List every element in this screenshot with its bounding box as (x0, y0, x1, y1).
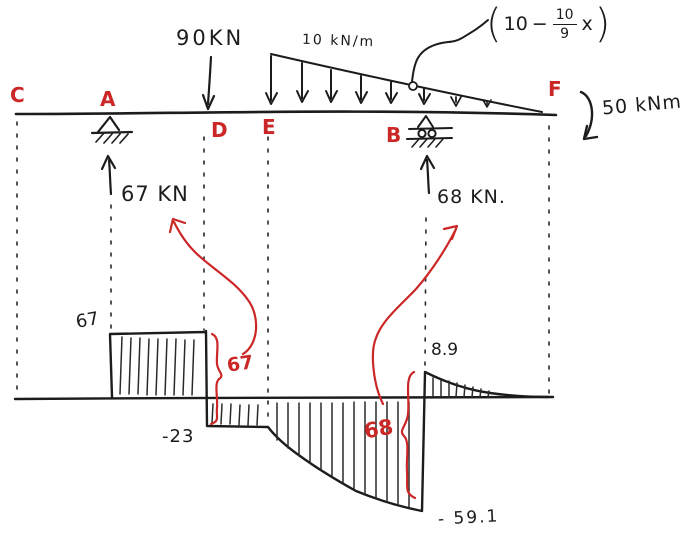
dashed-guide-lines (16, 121, 550, 425)
equation-denominator: 9 (560, 25, 570, 42)
label-E: E (262, 115, 276, 139)
shear-value-neg59-1: - 59.1 (437, 506, 500, 530)
distributed-load-label: 10 kN/m (301, 31, 376, 51)
label-D: D (211, 118, 228, 142)
reaction-b-label: 68 KN. (437, 186, 506, 208)
distributed-load (265, 53, 543, 113)
shear-value-67: 67 (74, 308, 101, 333)
label-C: C (10, 83, 25, 107)
equation-numerator: 10 (552, 7, 577, 25)
equation-minus: − (531, 13, 548, 35)
red-brace-right (400, 370, 417, 500)
shear-hatching (119, 336, 490, 508)
red-jump-67: 67 (225, 351, 255, 377)
shear-value-8-9: 8.9 (431, 340, 459, 360)
pin-support-a (90, 115, 134, 144)
beam-line (14, 110, 558, 117)
shear-baseline (13, 395, 555, 401)
roller-support-b (406, 115, 453, 148)
reaction-arrow-a (100, 154, 117, 196)
label-F: F (548, 77, 562, 101)
equation-open-paren: ( (486, 1, 502, 47)
reaction-arrow-b (419, 154, 436, 195)
moment-arrow (579, 90, 599, 141)
label-A: A (100, 87, 116, 111)
equation-close-paren: ) (594, 1, 611, 47)
leader-anchor-circle (408, 81, 418, 91)
red-brace-left (209, 332, 223, 426)
red-arrow-to-reaction-a (168, 217, 258, 356)
reaction-a-label: 67 KN (121, 182, 189, 206)
red-arrow-to-reaction-b (371, 224, 459, 406)
equation-lead: 10 (503, 13, 528, 35)
point-load-label: 90KN (176, 26, 245, 50)
point-load-arrow (201, 55, 216, 111)
equation-variable: x (581, 13, 593, 35)
load-equation: ( 10 − 10 9 x ) (486, 1, 611, 47)
red-annotations (168, 217, 459, 500)
equation-fraction: 10 9 (552, 7, 577, 42)
equation-leader-line (408, 19, 489, 91)
shear-value-neg23: -23 (162, 426, 195, 447)
red-jump-68: 68 (362, 414, 396, 444)
label-B: B (386, 123, 402, 147)
shear-outline (108, 329, 550, 513)
